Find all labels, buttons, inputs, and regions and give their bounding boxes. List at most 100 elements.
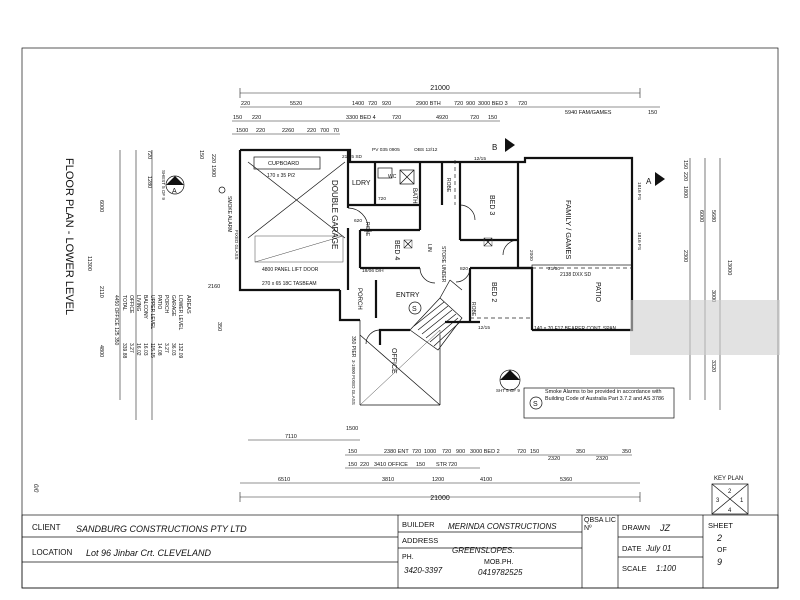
dimensions-bottom: 7110 1500 150 2380 ENT 720 1000 720 900 … bbox=[239, 426, 641, 502]
dimensions-right: 5680 6000 13000 3000 3320 150 1800 2300 … bbox=[682, 158, 732, 410]
room-laundry: LDRY bbox=[352, 180, 371, 187]
svg-text:PORCH: PORCH bbox=[163, 295, 169, 313]
svg-text:720: 720 bbox=[392, 115, 401, 121]
svg-text:4450 OFFICE 125 350: 4450 OFFICE 125 350 bbox=[113, 295, 119, 346]
room-robe-2: ROBE bbox=[470, 302, 476, 317]
key-plan: KEY PLAN 2 1 4 3 bbox=[711, 476, 749, 515]
title-block: CLIENT SANDBURG CONSTRUCTIONS PTY LTD LO… bbox=[21, 514, 779, 589]
opening-labels: 21/15 SD PV 035 0905 OBS 12/12 12/15 12/… bbox=[342, 147, 642, 331]
svg-text:720: 720 bbox=[518, 101, 527, 107]
svg-text:36.03: 36.03 bbox=[170, 343, 176, 356]
sheet-of-label: OF bbox=[717, 547, 727, 554]
svg-text:5360: 5360 bbox=[560, 477, 572, 483]
svg-text:2320: 2320 bbox=[596, 456, 608, 462]
svg-text:2900 BTH: 2900 BTH bbox=[416, 101, 441, 107]
svg-text:1200: 1200 bbox=[432, 477, 444, 483]
svg-text:1816 FS: 1816 FS bbox=[636, 232, 642, 250]
room-family: FAMILY / GAMES bbox=[564, 200, 573, 259]
svg-text:1816 FS: 1816 FS bbox=[636, 182, 642, 200]
svg-text:A: A bbox=[646, 177, 652, 186]
areas-table: AREAS LOWER LEVEL GARAGE PORCH PATIO UPP… bbox=[113, 295, 191, 359]
office-outline: 350 PIER 3-1800 FIXED GLASS bbox=[350, 329, 441, 406]
qbsa-label: QBSA LIC Nº bbox=[584, 517, 616, 532]
svg-text:PATIO: PATIO bbox=[156, 295, 162, 309]
svg-text:900: 900 bbox=[456, 449, 465, 455]
building-walls bbox=[238, 148, 634, 406]
section-marker-b-bottom: B SHT 5 OF 9 bbox=[496, 369, 520, 393]
svg-text:1280: 1280 bbox=[146, 176, 152, 188]
svg-text:A: A bbox=[172, 188, 177, 195]
room-porch: PORCH bbox=[356, 288, 362, 310]
svg-text:GARAGE: GARAGE bbox=[170, 295, 176, 317]
svg-text:1: 1 bbox=[740, 498, 744, 504]
svg-text:UPPER LEVEL: UPPER LEVEL bbox=[149, 295, 155, 329]
svg-text:16.03: 16.03 bbox=[142, 343, 148, 356]
room-garage: DOUBLE GARAGE bbox=[330, 180, 339, 249]
svg-text:150: 150 bbox=[198, 150, 204, 159]
svg-text:70: 70 bbox=[333, 128, 339, 134]
svg-text:2300: 2300 bbox=[682, 250, 688, 262]
svg-text:620: 620 bbox=[354, 218, 362, 224]
staircase bbox=[409, 279, 463, 351]
room-robe-3: ROBE bbox=[364, 222, 370, 237]
room-robe-1: ROBE bbox=[445, 178, 451, 193]
svg-text:150: 150 bbox=[348, 449, 357, 455]
cupboard-label: CUPBOARD bbox=[268, 161, 299, 167]
svg-text:2260: 2260 bbox=[282, 128, 294, 134]
svg-text:132.09: 132.09 bbox=[177, 343, 183, 359]
svg-text:720: 720 bbox=[412, 449, 421, 455]
slider-label: 2138 DXX SD bbox=[560, 272, 592, 278]
date-label: DATE bbox=[622, 544, 641, 553]
svg-text:S: S bbox=[412, 306, 417, 313]
room-store: STORE UNDER bbox=[440, 246, 446, 283]
svg-text:2160: 2160 bbox=[208, 284, 220, 290]
svg-text:150: 150 bbox=[416, 462, 425, 468]
svg-text:3810: 3810 bbox=[382, 477, 394, 483]
builder-value: MERINDA CONSTRUCTIONS bbox=[448, 522, 557, 531]
client-value: SANDBURG CONSTRUCTIONS PTY LTD bbox=[76, 524, 247, 534]
svg-text:700: 700 bbox=[320, 128, 329, 134]
svg-text:720: 720 bbox=[470, 115, 479, 121]
room-entry: ENTRY bbox=[396, 292, 420, 299]
svg-text:3320: 3320 bbox=[710, 360, 716, 372]
sheet-label: SHEET bbox=[708, 521, 733, 530]
svg-text:14.08: 14.08 bbox=[156, 343, 162, 356]
section-marker-a-left: A SHEST 5 OF 9 bbox=[161, 170, 185, 200]
svg-text:6000: 6000 bbox=[98, 200, 104, 212]
svg-text:6000: 6000 bbox=[698, 210, 704, 222]
stamp-smudge bbox=[630, 300, 780, 355]
svg-text:3: 3 bbox=[716, 498, 720, 504]
dimension-row-top-3: 1500 220 2260 220 700 70 bbox=[232, 128, 340, 135]
room-patio: PATIO bbox=[594, 282, 601, 303]
svg-text:820: 820 bbox=[364, 228, 372, 234]
room-bed4: BED 4 bbox=[393, 240, 400, 260]
svg-text:3.27: 3.27 bbox=[128, 343, 134, 353]
svg-text:FIXED GLASS: FIXED GLASS bbox=[234, 230, 239, 260]
room-bed3: BED 3 bbox=[488, 195, 495, 215]
svg-text:OFFICE: OFFICE bbox=[128, 295, 134, 314]
svg-text:820: 820 bbox=[460, 266, 468, 272]
svg-text:21/10: 21/10 bbox=[548, 266, 560, 272]
svg-text:3000: 3000 bbox=[710, 290, 716, 302]
svg-text:6510: 6510 bbox=[278, 477, 290, 483]
room-bed2: BED 2 bbox=[490, 282, 497, 302]
svg-text:2380 ENT: 2380 ENT bbox=[384, 449, 409, 455]
svg-text:4800: 4800 bbox=[98, 345, 104, 357]
svg-text:350: 350 bbox=[622, 449, 631, 455]
drawing-title: FLOOR PLAN - LOWER LEVEL bbox=[63, 158, 75, 315]
svg-text:720: 720 bbox=[454, 101, 463, 107]
scale-label: SCALE bbox=[622, 564, 647, 573]
svg-text:BALCONY: BALCONY bbox=[142, 295, 148, 320]
svg-text:2000: 2000 bbox=[528, 250, 534, 261]
smoke-alarm-icon bbox=[218, 186, 226, 194]
address-label: ADDRESS bbox=[402, 536, 438, 545]
svg-text:350: 350 bbox=[576, 449, 585, 455]
svg-text:220: 220 bbox=[682, 172, 688, 181]
svg-text:OBS 12/12: OBS 12/12 bbox=[414, 147, 438, 153]
overall-width-bottom: 21000 bbox=[430, 495, 450, 502]
fixed-glass-office: 3-1800 FIXED GLASS bbox=[351, 360, 356, 405]
svg-text:3.27: 3.27 bbox=[163, 343, 169, 353]
svg-text:220: 220 bbox=[252, 115, 261, 121]
svg-text:1500: 1500 bbox=[236, 128, 248, 134]
